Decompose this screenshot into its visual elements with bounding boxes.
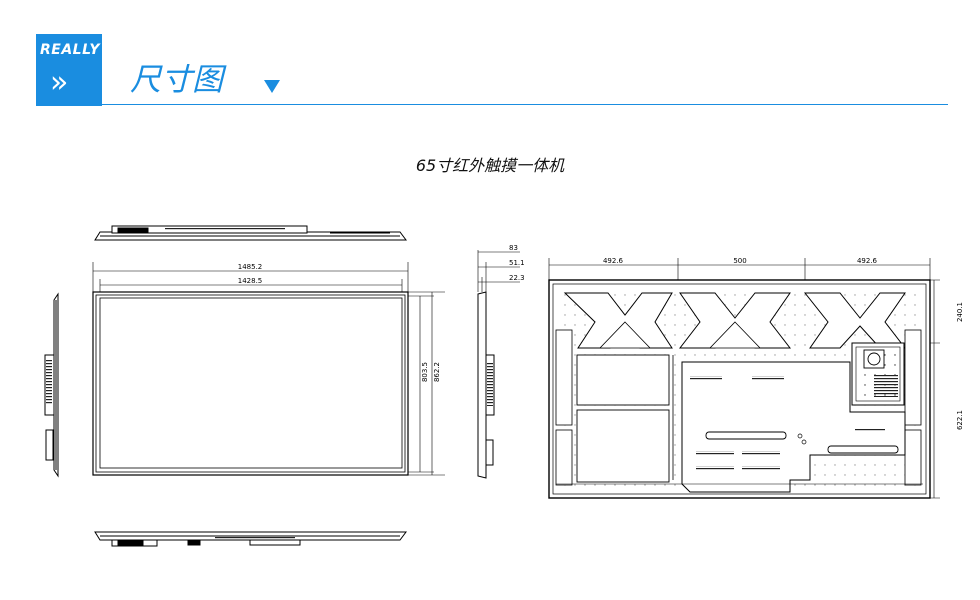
left-side-view [44, 292, 59, 478]
dim-display-height: 803.5 [421, 362, 429, 382]
side-profile-view [477, 250, 520, 479]
dim-overall-width: 1485.2 [238, 263, 263, 271]
bottom-view [94, 531, 407, 547]
double-chevron-icon: » [50, 65, 69, 100]
triangle-down-icon [264, 80, 280, 93]
dim-span-center: 500 [733, 257, 746, 265]
header-divider [102, 104, 948, 105]
dim-depth-panel: 22.3 [509, 274, 525, 282]
dim-overall-height: 862.2 [433, 362, 441, 382]
dim-depth-total: 83 [509, 244, 518, 252]
dim-span-left: 492.6 [603, 257, 624, 265]
brand-name: REALLY [40, 42, 100, 58]
dim-height-top: 240.1 [956, 302, 964, 322]
front-view [92, 262, 445, 476]
brand-logo: REALLY » [36, 34, 102, 106]
dim-display-width: 1428.5 [238, 277, 263, 285]
drawing-title: 65寸红外触摸一体机 [415, 156, 565, 175]
top-view [94, 225, 407, 241]
section-title: 尺寸图 [130, 62, 223, 98]
dim-height-bottom: 622.1 [956, 410, 964, 430]
dim-depth-mid: 51.1 [509, 259, 525, 267]
back-view [548, 258, 940, 499]
dim-span-right: 492.6 [857, 257, 878, 265]
